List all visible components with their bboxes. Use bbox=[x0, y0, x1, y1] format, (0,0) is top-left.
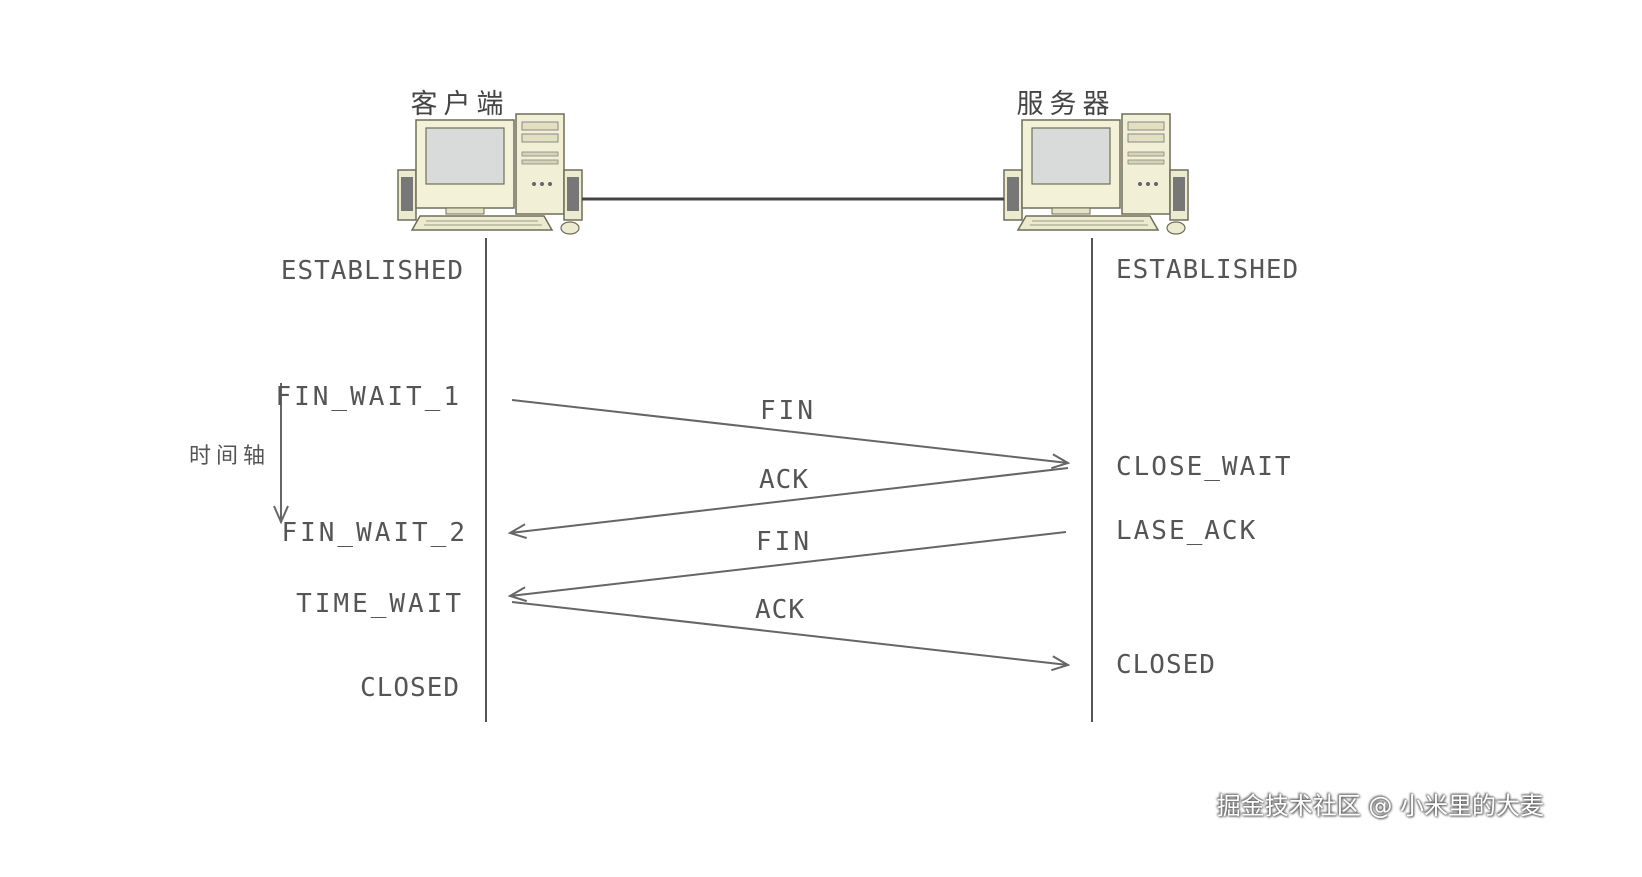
server-state-last-ack: LASE_ACK bbox=[1116, 516, 1258, 546]
client-title: 客户端 bbox=[410, 89, 510, 120]
message-label-ack-2: ACK bbox=[755, 595, 805, 625]
server-title: 服务器 bbox=[1016, 89, 1116, 120]
client-state-established: ESTABLISHED bbox=[280, 256, 464, 286]
message-arrow-ack-client-to-server bbox=[511, 601, 1068, 665]
message-label-ack-1: ACK bbox=[759, 465, 809, 495]
server-state-established: ESTABLISHED bbox=[1116, 255, 1300, 285]
server-state-close-wait: CLOSE_WAIT bbox=[1116, 452, 1293, 482]
client-state-fin-wait-2: FIN_WAIT_2 bbox=[281, 518, 468, 548]
server-state-closed: CLOSED bbox=[1116, 650, 1216, 680]
watermark: 掘金技术社区 @ 小米里的大麦 bbox=[1216, 792, 1544, 820]
message-arrow-ack-server-to-client bbox=[510, 467, 1069, 533]
message-label-fin-2: FIN bbox=[756, 527, 812, 557]
server-computer-icon bbox=[1003, 113, 1189, 235]
client-state-fin-wait-1: FIN_WAIT_1 bbox=[275, 382, 462, 412]
client-state-closed: CLOSED bbox=[360, 673, 460, 703]
client-state-time-wait: TIME_WAIT bbox=[296, 589, 464, 619]
client-computer-icon bbox=[397, 113, 583, 235]
message-label-fin-1: FIN bbox=[760, 396, 816, 426]
message-arrow-fin-client-to-server bbox=[511, 399, 1068, 463]
time-axis-label: 时间轴 bbox=[189, 444, 271, 469]
message-arrow-fin-server-to-client bbox=[510, 531, 1067, 596]
